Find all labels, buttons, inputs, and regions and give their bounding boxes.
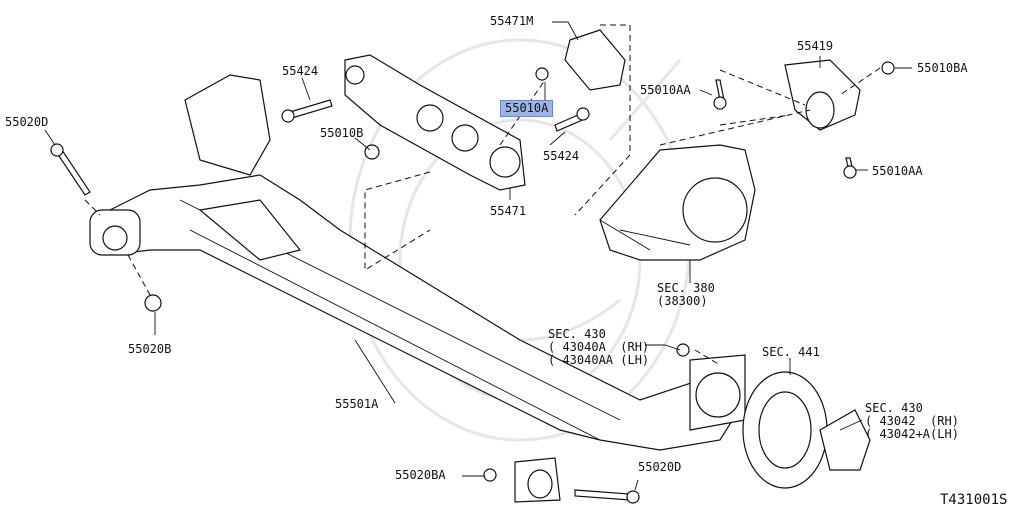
label-55020B[interactable]: 55020B xyxy=(128,342,172,356)
rear-suspension-member xyxy=(89,74,746,503)
label-55010B[interactable]: 55010B xyxy=(320,126,364,140)
front-mount-bracket xyxy=(564,29,626,91)
label-55424-lower[interactable]: 55424 xyxy=(543,149,580,163)
label-55020D-bottom[interactable]: 55020D xyxy=(638,460,682,474)
label-55424-upper[interactable]: 55424 xyxy=(282,64,319,78)
assembly-lines xyxy=(84,24,881,366)
label-sec-380[interactable]: SEC. 380 (38300) xyxy=(657,281,715,308)
label-55010BA[interactable]: 55010BA xyxy=(917,61,968,75)
differential-assembly xyxy=(599,144,756,261)
label-55471M[interactable]: 55471M xyxy=(490,14,534,28)
label-55501A[interactable]: 55501A xyxy=(335,397,379,411)
leader-lines xyxy=(44,21,912,491)
label-55010A-highlighted[interactable]: 55010A xyxy=(500,100,554,117)
label-sec-430-left[interactable]: SEC. 430 ( 43040A (RH) ( 43040AA (LH) xyxy=(548,327,650,367)
label-55020BA[interactable]: 55020BA xyxy=(395,468,446,482)
label-55020D-left[interactable]: 55020D xyxy=(5,115,49,129)
label-55010AA-upper[interactable]: 55010AA xyxy=(640,83,691,97)
brake-backing-plate xyxy=(742,371,828,489)
differential-mount-insulator xyxy=(784,59,861,131)
label-55010AA-lower[interactable]: 55010AA xyxy=(872,164,923,178)
label-sec-441[interactable]: SEC. 441 xyxy=(762,345,820,359)
label-55471[interactable]: 55471 xyxy=(490,204,527,218)
label-sec-430-right[interactable]: SEC. 430 ( 43042 (RH) ( 43042+A(LH) xyxy=(865,401,959,441)
label-55419[interactable]: 55419 xyxy=(797,39,834,53)
figure-code: T431001S xyxy=(940,492,1008,508)
differential-mount-bracket xyxy=(344,54,526,191)
rear-hub xyxy=(819,409,871,471)
